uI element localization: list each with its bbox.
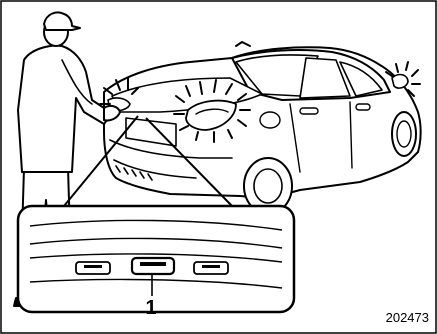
figure-id: 202473 [386, 310, 429, 325]
front-wheel [392, 112, 416, 156]
side-mirror [392, 75, 408, 89]
callout-number-1: 1 [140, 297, 162, 319]
